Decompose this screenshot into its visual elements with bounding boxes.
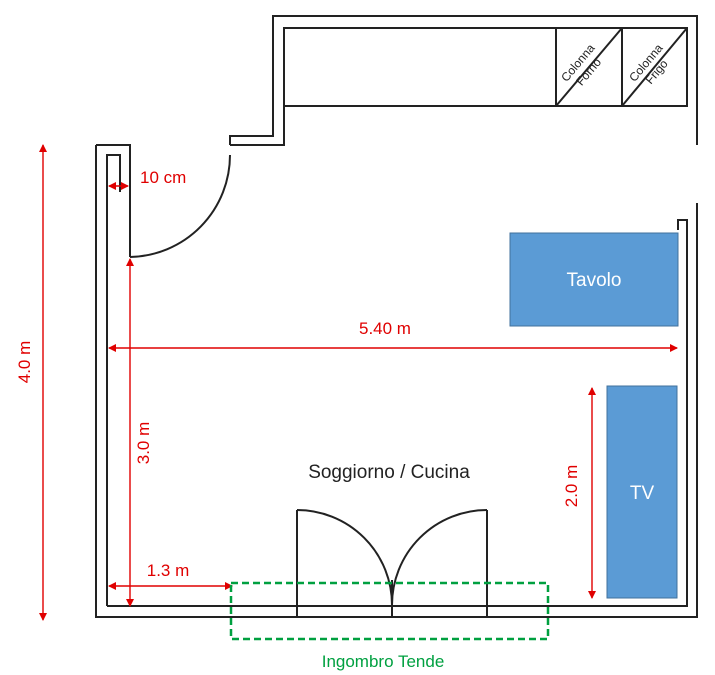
dim-wall-offset-label: 10 cm: [140, 168, 186, 187]
kitchen-counter: [283, 27, 688, 107]
room-label: Soggiorno / Cucina: [308, 462, 470, 483]
cabinet-fridge-diagonal: [621, 27, 688, 107]
cabinet-oven-label: Colonna Forno: [558, 41, 604, 88]
patio-door-left-swing: [296, 509, 393, 606]
dim-tv-wall-label: 2.0 m: [562, 465, 581, 508]
doors: [129, 154, 488, 617]
left-wall-top: [96, 144, 131, 155]
dim-height-total-label: 4.0 m: [15, 341, 34, 384]
table-label: Tavolo: [567, 270, 622, 291]
table-box[interactable]: [509, 232, 679, 327]
dim-left-segment-label: 3.0 m: [134, 422, 153, 465]
inner-wall: [106, 154, 121, 606]
patio-door-right-swing: [391, 509, 488, 606]
inner-wall-bottom: [107, 219, 688, 607]
outer-wall-left: [95, 145, 698, 618]
dim-width-total-label: 5.40 m: [359, 319, 411, 338]
tv-box[interactable]: [606, 385, 678, 599]
inner-step: [230, 106, 285, 146]
curtain-label: Ingombro Tende: [322, 652, 445, 671]
entry-door-swing: [129, 154, 231, 258]
outer-wall: [229, 15, 698, 145]
cabinet-oven-diagonal: [555, 27, 623, 107]
tv-label: TV: [630, 483, 655, 504]
dim-bottom-offset-label: 1.3 m: [147, 561, 190, 580]
curtain-area[interactable]: [229, 581, 550, 641]
walls: [95, 15, 698, 618]
dimension-lines: [39, 144, 678, 621]
